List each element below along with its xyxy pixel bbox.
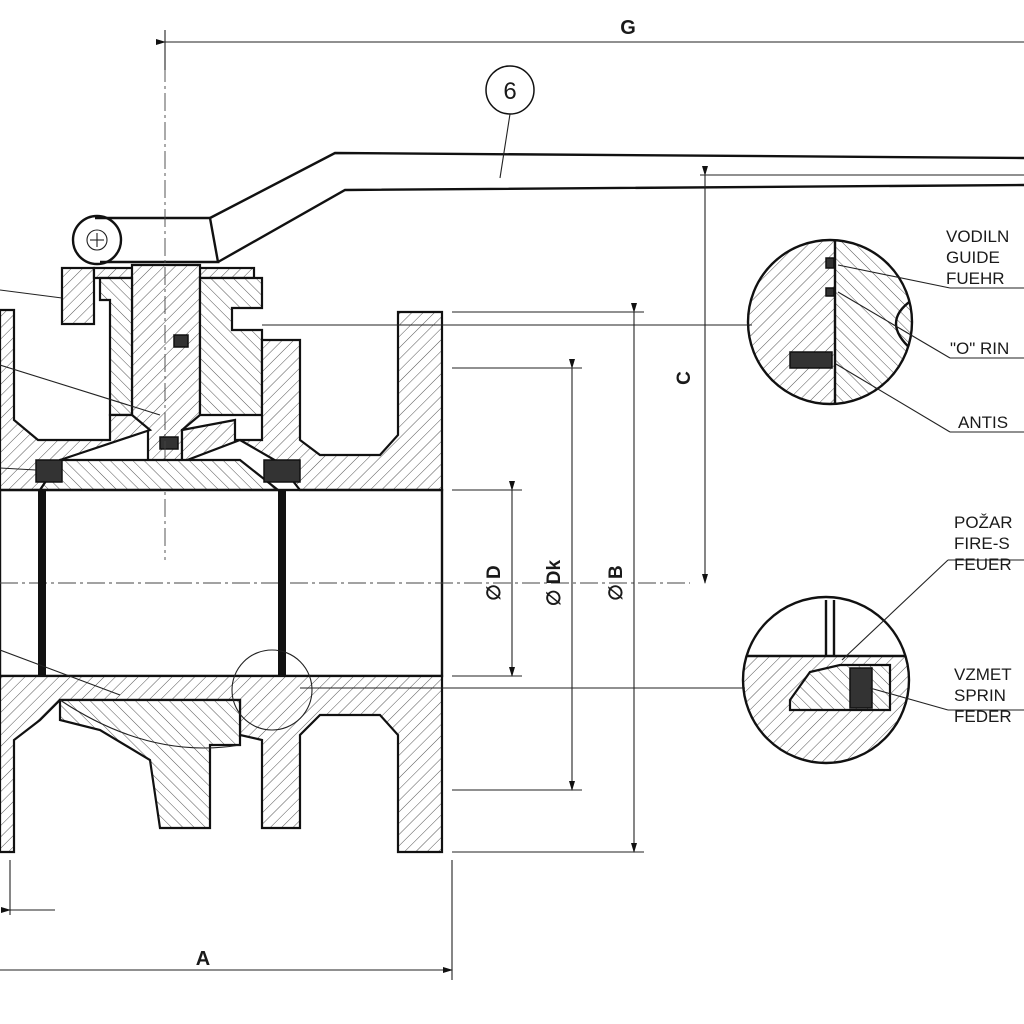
- guide-label-line1: VODILN: [946, 227, 1009, 246]
- detail-bottom-callouts: POŽAR FIRE-S FEUER VZMET SPRIN FEDER: [841, 513, 1024, 726]
- dimension-lines: [0, 30, 1024, 980]
- dim-d-label: ∅ D: [484, 565, 505, 601]
- balloon-number: 6: [503, 78, 516, 105]
- fire-safe-label-line1: POŽAR: [954, 513, 1013, 532]
- fire-safe-label-line2: FIRE-S: [954, 534, 1010, 553]
- fire-safe-label-line3: FEUER: [954, 555, 1012, 574]
- dim-dk-label: ∅ Dk: [544, 560, 565, 607]
- dim-a-label: A: [196, 948, 210, 970]
- dim-c-label: C: [674, 371, 695, 385]
- lever-handle: [71, 151, 1024, 266]
- valve-body-lower: [0, 649, 444, 854]
- guide-label-line2: GUIDE: [946, 248, 1000, 267]
- antistatic-label: ANTIS: [958, 413, 1008, 432]
- spring-label-line2: SPRIN: [954, 686, 1006, 705]
- guide-label-line3: FUEHR: [946, 269, 1005, 288]
- detail-stem-seal: [746, 238, 914, 406]
- spring-label-line3: FEDER: [954, 707, 1012, 726]
- ball-bore: [0, 459, 690, 701]
- dim-g-label: G: [620, 17, 636, 39]
- detail-fire-safe-seat: [741, 595, 911, 765]
- detail-top-callouts: VODILN GUIDE FUEHR "O" RIN ANTIS: [835, 227, 1024, 433]
- dim-b-label: ∅ B: [606, 565, 627, 601]
- spring-label-line1: VZMET: [954, 665, 1012, 684]
- oring-label: "O" RIN: [950, 339, 1009, 358]
- item-balloon: 6: [485, 65, 535, 179]
